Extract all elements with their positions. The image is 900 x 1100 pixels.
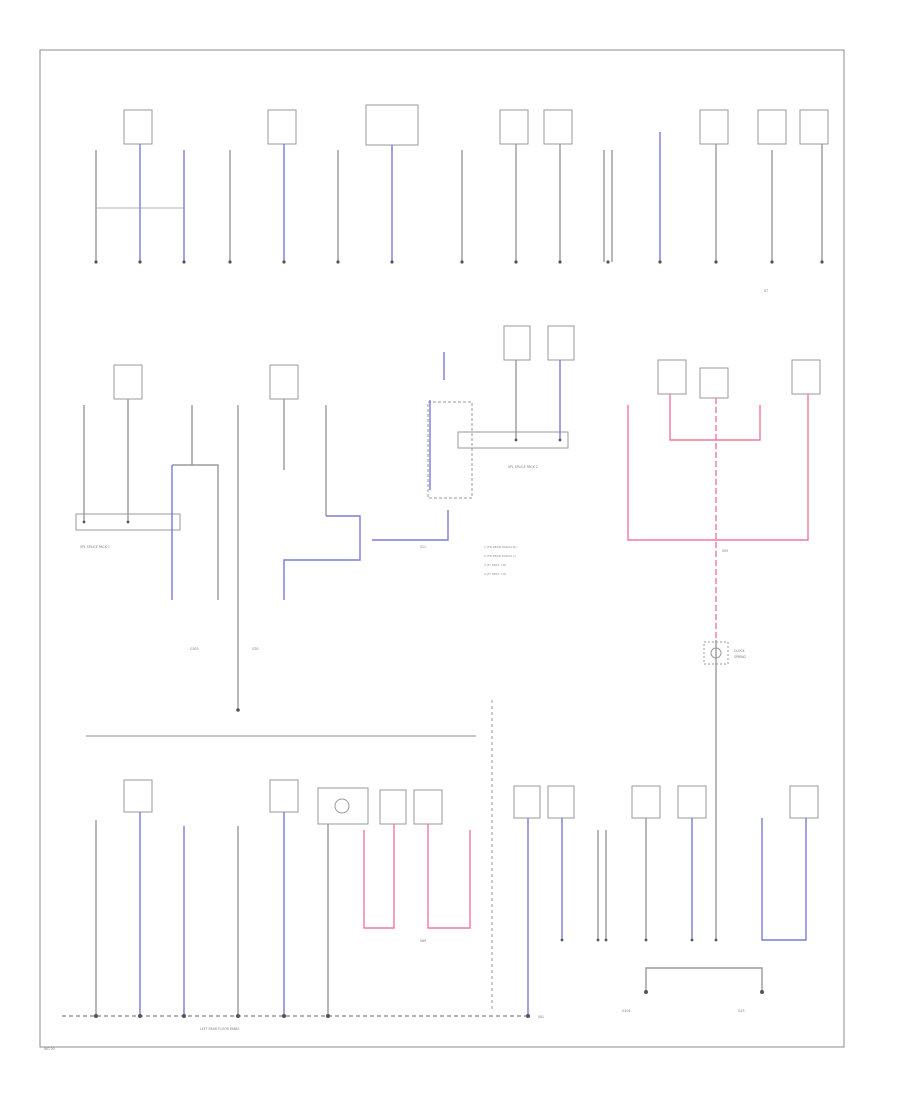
component-box	[113, 364, 143, 400]
footer-code: WG 00	[44, 1047, 55, 1051]
top-row-terminals	[94, 260, 824, 264]
component-box	[789, 785, 819, 819]
mid-right-wires	[627, 394, 809, 940]
note-line-1: CLOCK	[734, 649, 746, 653]
component-box	[499, 109, 529, 145]
bottom-row-wires	[62, 812, 807, 1017]
component-box	[543, 109, 573, 145]
component-box	[799, 109, 829, 145]
splice-label-mid: S11	[420, 545, 426, 549]
bottom-row-components	[123, 779, 819, 825]
component-box	[547, 785, 575, 819]
component-box	[513, 785, 541, 819]
mid-left-grounds	[82, 438, 562, 712]
component-box	[267, 109, 297, 145]
diagram-frame	[39, 49, 845, 1048]
legend: 1 (FR REAR FASCIA R) 2 (FR REAR FASCIA L…	[484, 545, 517, 576]
component-box	[123, 779, 153, 813]
mid-left-wires	[83, 352, 561, 710]
legend-item: 1 (FR REAR FASCIA R)	[484, 545, 517, 549]
mid-right-components	[657, 359, 821, 399]
splice-label-top: S7	[764, 289, 768, 293]
clock-spring-box	[427, 401, 473, 499]
ground-label-2: G30	[252, 647, 259, 651]
ground-label-4: G23	[738, 1009, 745, 1013]
component-box	[677, 785, 707, 819]
legend-item: 4 (F/ SEAT, LH)	[484, 572, 506, 576]
component-box	[503, 325, 531, 361]
legend-item: 3 (F/ SEAT, LH)	[484, 563, 506, 567]
splice-label-red: S93	[722, 549, 728, 553]
component-box	[317, 787, 369, 825]
component-box	[699, 109, 729, 145]
splice-label-bus: S61	[538, 1015, 544, 1019]
legend-item: 2 (FR REAR FASCIA L)	[484, 554, 516, 558]
clock-spring: CLOCK SPRING	[703, 641, 746, 665]
component-box	[365, 104, 419, 146]
ground-label-3: G104	[622, 1009, 631, 1013]
bottom-bus-label: LEFT REAR FLOOR PANEL	[200, 1027, 240, 1031]
component-box	[699, 367, 729, 399]
splice-pack-right-label: SPL SPLICE PACK 2	[508, 465, 538, 469]
component-box	[413, 789, 443, 825]
component-box	[757, 109, 787, 145]
ground-label-1: G303	[190, 647, 199, 651]
mid-left-components	[75, 325, 575, 531]
component-box	[379, 789, 407, 825]
component-box	[791, 359, 821, 395]
top-row-wires	[95, 132, 823, 262]
splice-pack-left-label: SPL SPLICE PACK 1	[80, 545, 110, 549]
splice-label-bottom: S69	[420, 939, 426, 943]
splice-pack-right	[457, 431, 569, 449]
component-box	[631, 785, 661, 819]
top-row-components	[123, 104, 829, 146]
component-box	[657, 359, 687, 395]
note-line-2: SPRING	[734, 655, 746, 659]
component-box	[123, 109, 153, 145]
component-box	[269, 779, 299, 813]
component-box	[269, 364, 299, 400]
component-box	[547, 325, 575, 361]
bottom-row-terminals	[94, 938, 764, 1018]
